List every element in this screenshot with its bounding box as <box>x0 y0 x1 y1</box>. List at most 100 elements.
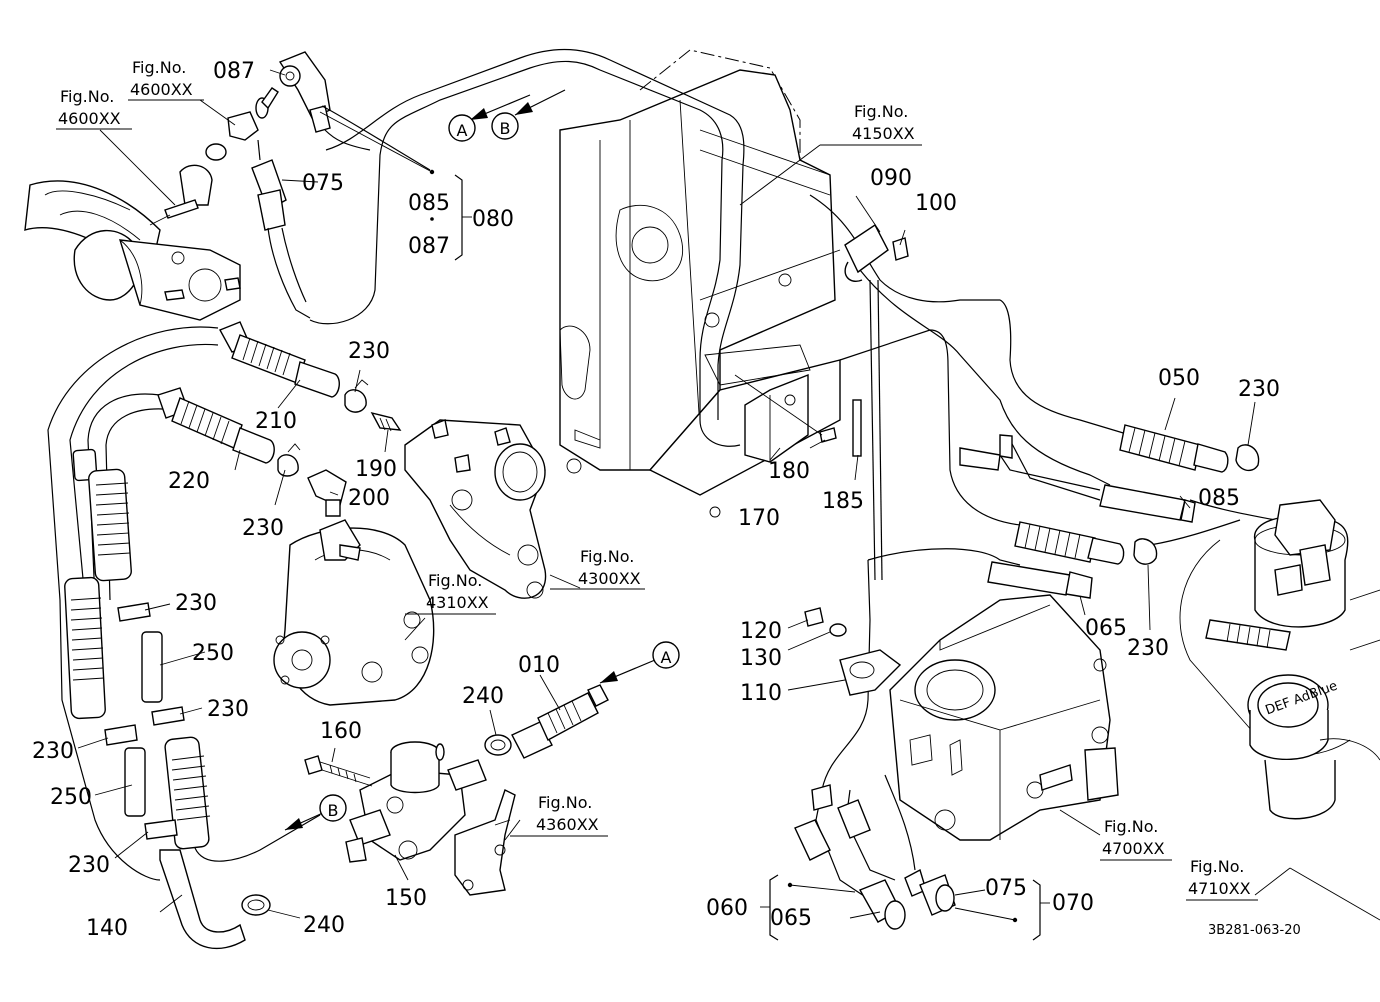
thermostat-housing-4300 <box>404 419 547 599</box>
svg-text:Fig.No.: Fig.No. <box>580 547 634 566</box>
fig-ref-4600-top: Fig.No. 4600XX <box>128 58 204 101</box>
hose-210 <box>219 321 402 432</box>
label-230-right1: 230 <box>1238 377 1280 402</box>
marker-arrows <box>284 89 656 831</box>
svg-text:4150XX: 4150XX <box>852 124 915 143</box>
connector-085 <box>959 434 1196 523</box>
svg-text:4600XX: 4600XX <box>130 80 193 99</box>
marker-a-lower: A <box>652 641 680 669</box>
svg-text:Fig.No.: Fig.No. <box>132 58 186 77</box>
fig-ref-4300: Fig.No. 4300XX <box>550 547 645 590</box>
svg-text:A: A <box>661 648 672 667</box>
label-130: 130 <box>740 646 782 671</box>
label-230-left2: 230 <box>207 697 249 722</box>
svg-text:4300XX: 4300XX <box>578 569 641 588</box>
svg-text:Fig.No.: Fig.No. <box>854 102 908 121</box>
def-supply-module-4700 <box>889 594 1119 841</box>
label-185: 185 <box>822 489 864 514</box>
bracket-170 <box>744 373 809 463</box>
upper-sensor <box>149 51 431 319</box>
label-070: 070 <box>1052 891 1094 916</box>
marker-a-top: A <box>448 114 476 142</box>
label-100: 100 <box>915 191 957 216</box>
label-085-right: 085 <box>1198 486 1240 511</box>
engine-housing <box>559 49 841 518</box>
label-087-top: 087 <box>213 59 255 84</box>
label-230-left1: 230 <box>175 591 217 616</box>
svg-text:4310XX: 4310XX <box>426 593 489 612</box>
svg-text:4700XX: 4700XX <box>1102 839 1165 858</box>
label-230-mid: 230 <box>242 516 284 541</box>
left-hose-run <box>47 326 321 950</box>
label-065-lower: 065 <box>770 906 812 931</box>
label-087-group: 087 <box>408 234 450 259</box>
marker-b-lower: B <box>319 794 347 822</box>
label-060: 060 <box>706 896 748 921</box>
label-075-lower: 075 <box>985 876 1027 901</box>
fig-ref-4310: Fig.No. 4310XX <box>405 571 496 615</box>
label-230-left4: 230 <box>68 853 110 878</box>
group-bracket-080 <box>429 169 472 261</box>
svg-text:4600XX: 4600XX <box>58 109 121 128</box>
bolt-180 <box>734 374 837 443</box>
svg-text:4710XX: 4710XX <box>1188 879 1251 898</box>
water-pump-4310 <box>273 519 435 706</box>
svg-text:B: B <box>328 801 339 820</box>
def-tank-4710: DEF AdBlue <box>1179 499 1380 820</box>
group-bracket-070 <box>1012 879 1050 941</box>
svg-text:Fig.No.: Fig.No. <box>60 87 114 106</box>
label-230-upper: 230 <box>348 339 390 364</box>
label-120: 120 <box>740 619 782 644</box>
marker-b-top: B <box>491 112 519 140</box>
fig-ref-4710: Fig.No. 4710XX <box>1186 857 1258 901</box>
svg-text:Fig.No.: Fig.No. <box>1104 817 1158 836</box>
lower-connectors <box>794 774 956 930</box>
label-010: 010 <box>518 653 560 678</box>
label-150: 150 <box>385 886 427 911</box>
svg-text:Fig.No.: Fig.No. <box>538 793 592 812</box>
label-090: 090 <box>870 166 912 191</box>
label-210: 210 <box>255 409 297 434</box>
valve-150 <box>304 684 609 863</box>
hose-050 <box>1119 424 1260 473</box>
label-250-upper: 250 <box>192 641 234 666</box>
drawing-code: 3B281-063-20 <box>1208 923 1301 938</box>
fig-ref-4600-left: Fig.No. 4600XX <box>56 87 132 130</box>
label-250-lower: 250 <box>50 785 92 810</box>
label-160: 160 <box>320 719 362 744</box>
label-220: 220 <box>168 469 210 494</box>
hose-065 <box>987 521 1158 599</box>
label-180: 180 <box>768 459 810 484</box>
label-240-upper: 240 <box>462 684 504 709</box>
label-190: 190 <box>355 457 397 482</box>
exhaust-pipe <box>24 180 241 321</box>
svg-text:B: B <box>500 119 511 138</box>
svg-text:4360XX: 4360XX <box>536 815 599 834</box>
label-065-right: 065 <box>1085 616 1127 641</box>
label-080: 080 <box>472 207 514 232</box>
clamp-110 <box>804 607 902 696</box>
label-200: 200 <box>348 486 390 511</box>
label-140: 140 <box>86 916 128 941</box>
label-240-lower: 240 <box>303 913 345 938</box>
leader-lines <box>77 69 1380 921</box>
label-170: 170 <box>738 506 780 531</box>
label-075-upper: 075 <box>302 171 344 196</box>
strip-185 <box>852 399 862 457</box>
group-bracket-060 <box>760 874 793 941</box>
fig-ref-4150: Fig.No. 4150XX <box>820 102 922 146</box>
label-050: 050 <box>1158 366 1200 391</box>
label-230-right2: 230 <box>1127 636 1169 661</box>
bracket-4360 <box>454 789 516 896</box>
svg-text:A: A <box>457 121 468 140</box>
svg-text:Fig.No.: Fig.No. <box>1190 857 1244 876</box>
label-230-left3: 230 <box>32 739 74 764</box>
label-110: 110 <box>740 681 782 706</box>
hose-220 <box>157 387 347 517</box>
fig-ref-4700: Fig.No. 4700XX <box>1100 817 1172 861</box>
svg-text:Fig.No.: Fig.No. <box>428 571 482 590</box>
label-085-group: 085 <box>408 191 450 216</box>
part-labels: 087 075 085 087 080 090 100 230 210 220 … <box>32 59 1280 941</box>
fig-ref-4360: Fig.No. 4360XX <box>510 793 608 837</box>
